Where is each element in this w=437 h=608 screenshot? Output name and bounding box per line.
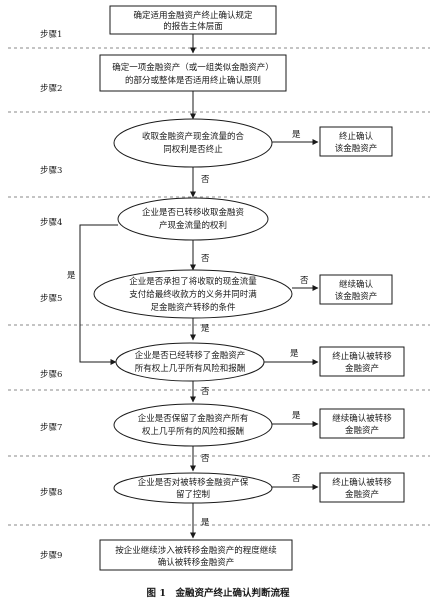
figure-caption: 图 1 金融资产终止确认判断流程 [147,587,290,599]
result-8-text-line-2: 金融资产 [345,489,379,500]
step-label-9: 步骤9 [40,551,62,561]
connectors [79,34,319,539]
result-6-text-line-1: 终止确认被转移 [332,351,392,362]
decision-5-text-line-1: 企业是否承担了将收取的现金流量 [129,276,257,287]
result-3-text-line-2: 该金融资产 [335,143,378,154]
decision-7-ellipse [113,403,273,447]
step1-box [109,5,277,35]
step-labels: 步骤1 步骤2 步骤3 步骤4 步骤5 步骤6 步骤7 步骤8 步骤9 [40,30,62,561]
result-5-box [319,274,393,305]
decision-7-text-line-1: 企业是否保留了金融资产所有 [138,413,249,424]
yes-label-4: 是 [67,271,76,281]
result-8-text-line-1: 终止确认被转移 [332,477,392,488]
result-5-text-line-2: 该金融资产 [335,291,378,302]
step-label-4: 步骤4 [40,218,62,228]
node-texts: 确定适用金融资产终止确认规定 的报告主体层面 确定一项金融资产（或一组类似金融资… [112,10,392,568]
no-label-5: 否 [300,276,309,286]
yes-label-5: 是 [201,324,210,334]
no-label-4: 否 [201,254,210,264]
branch-labels: 是 否 否 是 否 是 是 否 是 否 否 是 [67,130,309,528]
result-7-text-line-1: 继续确认被转移 [332,413,392,424]
step-label-6: 步骤6 [40,370,62,380]
decision-4-text-line-1: 企业是否已转移收取金融资 [142,207,245,218]
decision-8-ellipse [113,472,273,504]
result-8-box [319,472,405,503]
step2-text-line-2: 的部分或整体是否适用终止确认原则 [125,75,261,86]
decision-6-ellipse [115,342,265,382]
result-7-box [319,408,405,439]
yes-label-7: 是 [292,411,301,421]
decision-8-text-line-2: 留了控制 [176,489,210,500]
step1-text-line-2: 的报告主体层面 [163,21,223,32]
result-3-text-line-1: 终止确认 [339,131,374,142]
yes-label-3: 是 [292,130,301,140]
decision-6-text-line-1: 企业是否已经转移了金融资产 [135,350,246,361]
decision-3-ellipse [113,118,273,168]
no-label-7: 否 [201,454,210,464]
decision-4-text-line-2: 产现金流量的权利 [159,220,227,231]
no-label-3: 否 [201,175,210,185]
step-label-2: 步骤2 [40,84,62,94]
step-label-1: 步骤1 [40,30,62,40]
step9-box [99,539,293,571]
node-shapes [93,5,405,571]
decision-8-text-line-1: 企业是否对被转移金融资产保 [138,477,249,488]
decision-7-text-line-2: 权上几乎所有的风险和报酬 [142,426,244,437]
no-label-8: 否 [292,474,301,484]
decision-5-ellipse [93,269,293,319]
result-7-text-line-2: 金融资产 [345,425,379,436]
decision-6-text-line-2: 所有权上几乎所有风险和报酬 [135,363,246,374]
step1-text-line-1: 确定适用金融资产终止确认规定 [133,10,253,21]
result-5-text-line-1: 继续确认 [339,279,374,290]
step-label-3: 步骤3 [40,166,62,176]
result-3-box [319,126,393,157]
step9-text-line-1: 按企业继续涉入被转移金融资产的程度继续 [115,545,277,556]
decision-3-text-line-1: 收取金融资产现金流量的合 [142,131,245,142]
decision-3-text-line-2: 同权利是否终止 [163,144,223,155]
decision-5-text-line-3: 足金融资产转移的条件 [150,302,236,313]
step-label-8: 步骤8 [40,488,62,498]
step9-text-line-2: 确认被转移金融资产 [158,557,235,568]
decision-5-text-line-2: 支付给最终收款方的义务并同时满 [129,289,257,300]
step2-box [99,54,287,92]
decision-4-ellipse [117,197,269,241]
yes-label-6: 是 [290,349,299,359]
result-6-text-line-2: 金融资产 [345,363,379,374]
no-label-6: 否 [201,387,210,397]
step2-text-line-1: 确定一项金融资产（或一组类似金融资产） [112,62,274,73]
yes-label-8: 是 [201,518,210,528]
step-label-5: 步骤5 [40,294,62,304]
step-separators [8,47,430,526]
step-label-7: 步骤7 [40,423,62,433]
result-6-box [319,346,405,377]
